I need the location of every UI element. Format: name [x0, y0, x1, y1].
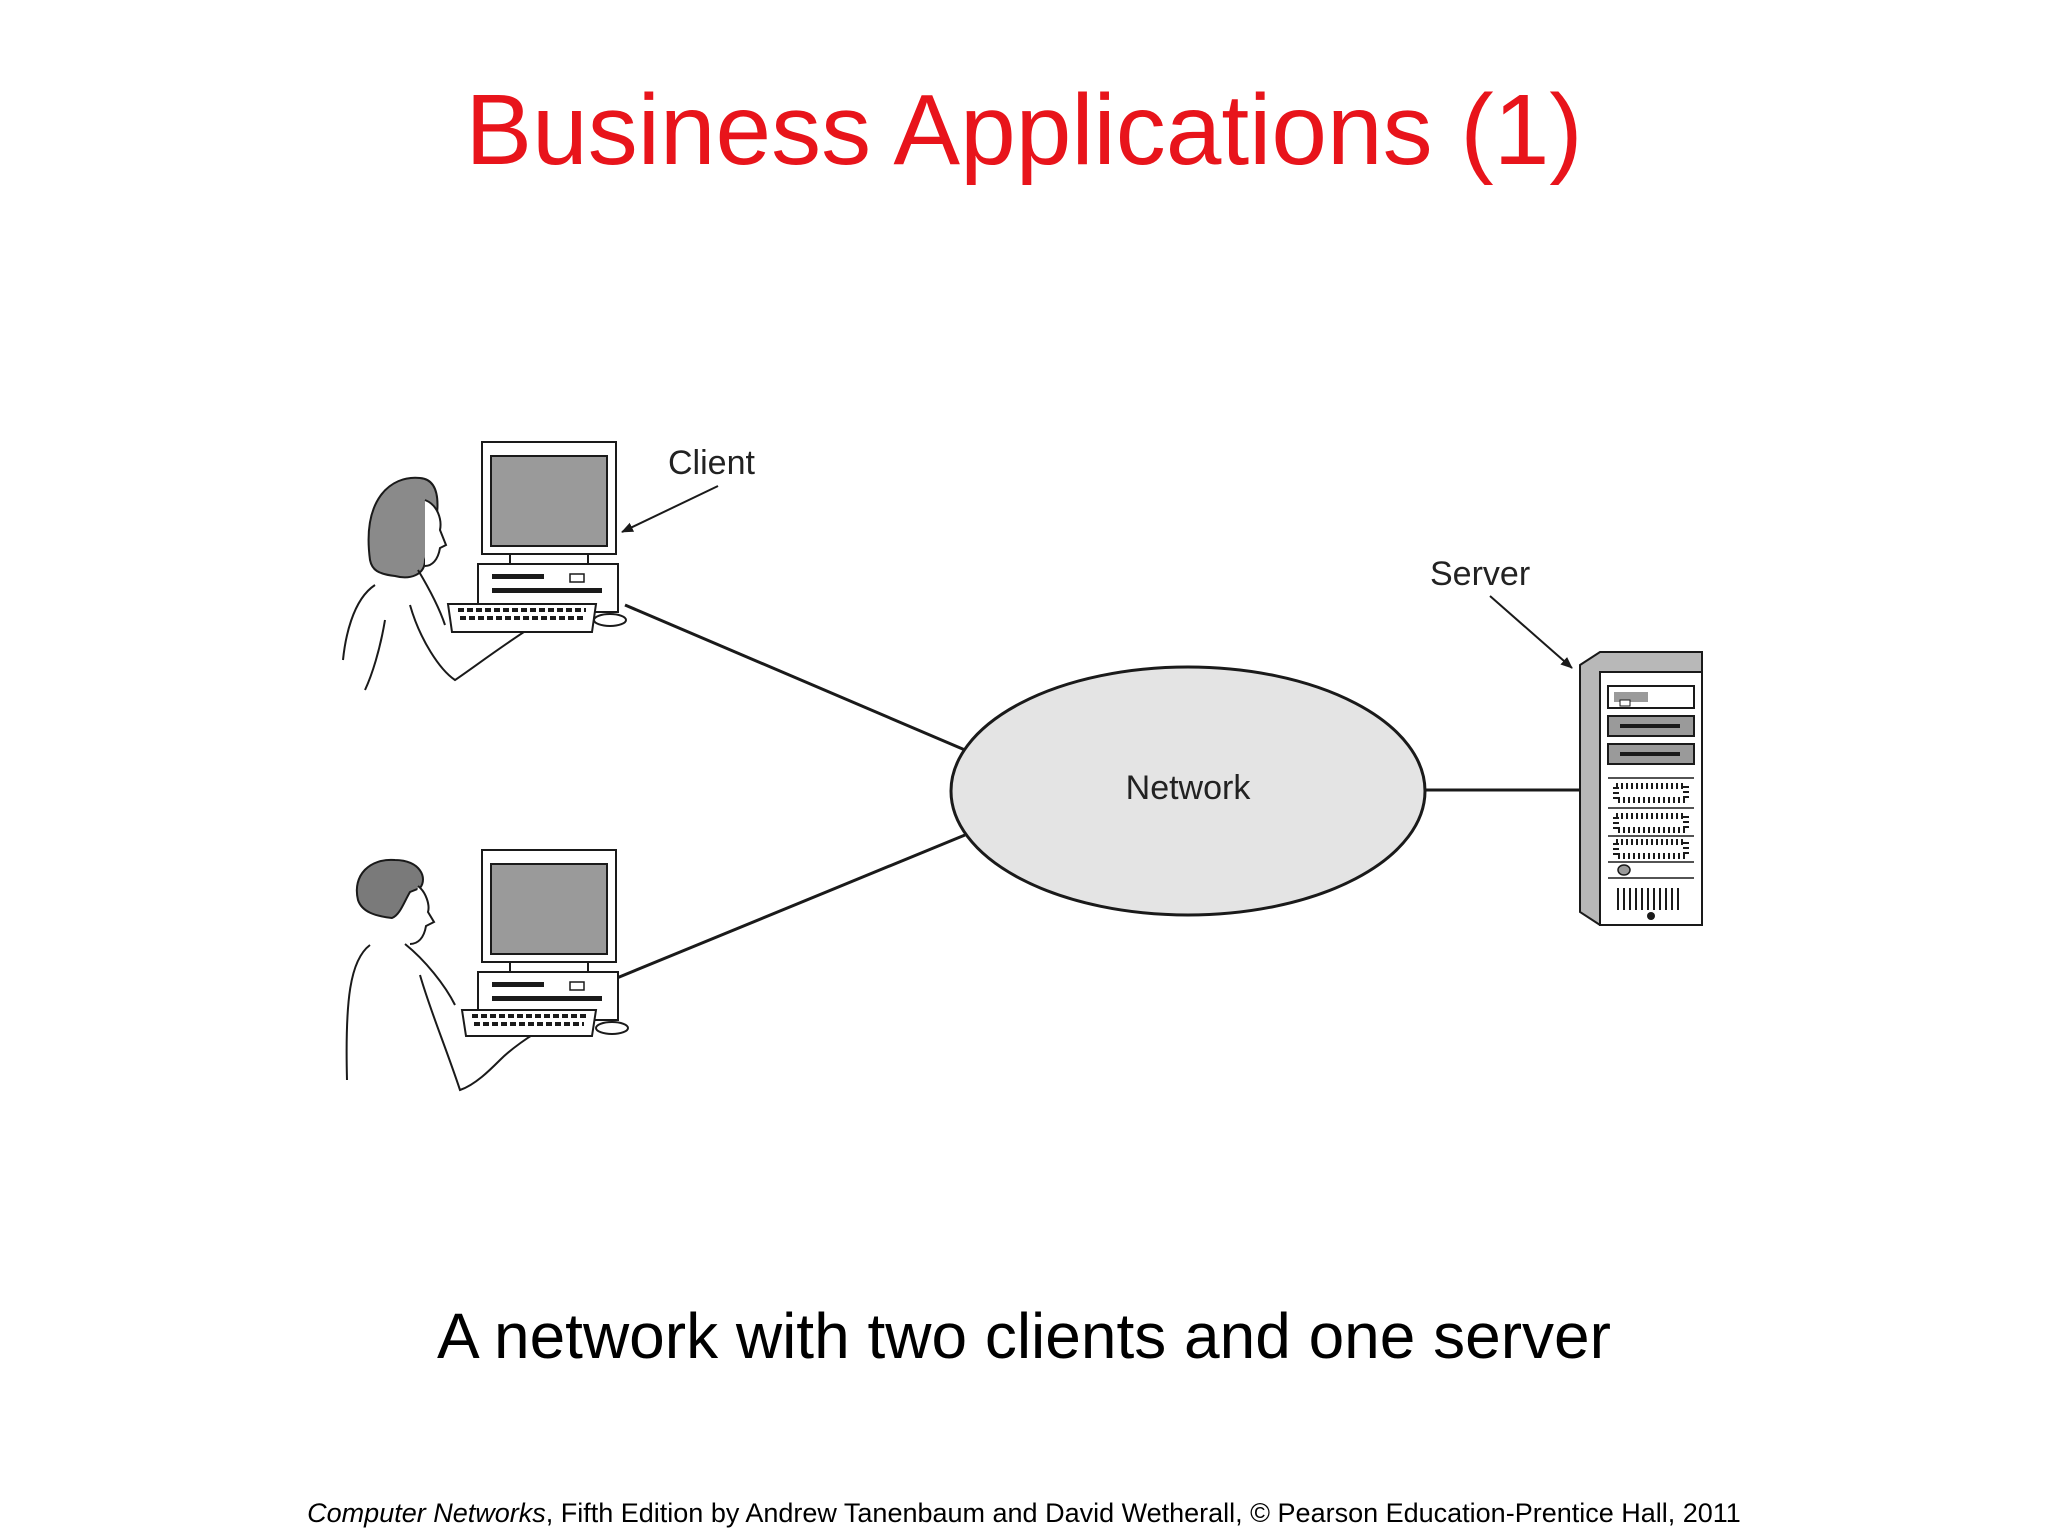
- network-label: Network: [1126, 769, 1252, 807]
- client-workstation-2: [345, 849, 629, 1092]
- footer-citation: Computer Networks, Fifth Edition by Andr…: [0, 1496, 2048, 1530]
- client-workstation-1: [342, 441, 627, 691]
- mouse-icon: [593, 613, 627, 627]
- server-label: Server: [1430, 555, 1530, 593]
- link-client1-network: [624, 603, 966, 752]
- slide-title: Business Applications (1): [465, 74, 1583, 186]
- mouse-icon: [595, 1021, 629, 1035]
- client-arrow: [621, 485, 719, 533]
- link-client2-network: [611, 833, 966, 982]
- man-user-icon: [345, 858, 546, 1092]
- footer-book-title: Computer Networks: [307, 1498, 546, 1528]
- footer-citation-text: , Fifth Edition by Andrew Tanenbaum and …: [545, 1498, 1741, 1528]
- monitor-icon: [481, 441, 617, 565]
- keyboard-icon: [446, 603, 598, 633]
- client-label: Client: [668, 444, 755, 482]
- server-arrow: [1489, 595, 1573, 669]
- woman-user-icon: [342, 476, 536, 691]
- network-ellipse: [949, 665, 1427, 917]
- keyboard-icon: [460, 1009, 598, 1037]
- monitor-icon: [481, 849, 617, 973]
- figure-caption: A network with two clients and one serve…: [437, 1300, 1611, 1372]
- server-tower-icon: [1579, 651, 1703, 926]
